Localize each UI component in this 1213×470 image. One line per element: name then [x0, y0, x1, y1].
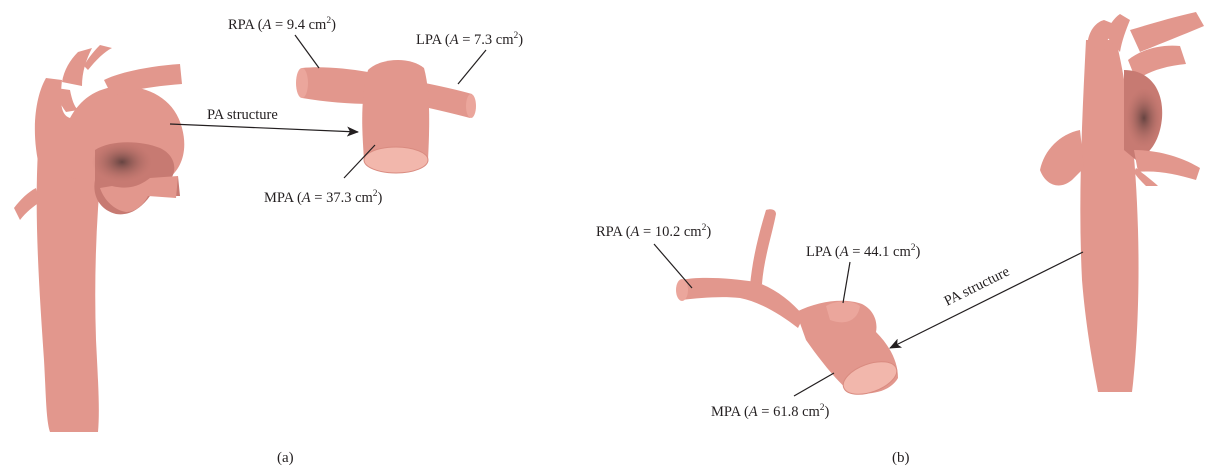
lpa-label-a: LPA (A = 7.3 cm2): [416, 31, 523, 48]
panel-caption-b: (b): [892, 450, 910, 466]
mpa-label-b: MPA (A = 61.8 cm2): [711, 403, 830, 420]
mpa-leader-b: [794, 373, 834, 396]
pa-arrow-a: [170, 124, 358, 132]
lpa-leader-b: [843, 262, 850, 303]
panel-caption-a: (a): [277, 450, 294, 466]
rpa-leader-a: [295, 35, 319, 68]
rpa-leader-b: [654, 244, 692, 288]
rpa-label-b: RPA (A = 10.2 cm2): [596, 223, 711, 240]
rpa-label-a: RPA (A = 9.4 cm2): [228, 16, 336, 33]
panel-a: PA structure RPA (A = 9.4 cm2) LPA (A = …: [14, 16, 523, 466]
lpa-leader-a: [458, 50, 486, 84]
mpa-label-a: MPA (A = 37.3 cm2): [264, 189, 383, 206]
lpa-label-b: LPA (A = 44.1 cm2): [806, 243, 921, 260]
panel-b: PA structure RPA (A = 10.2 cm2) LPA (A =…: [596, 12, 1204, 466]
vessel-model-a: [14, 45, 184, 432]
vessel-model-b: [1040, 12, 1204, 392]
pa-structure-label-b: PA structure: [942, 264, 1012, 310]
pa-structure-label-a: PA structure: [207, 107, 278, 123]
pa-arrow-b: [890, 252, 1083, 348]
pa-structure-a: [296, 60, 476, 173]
